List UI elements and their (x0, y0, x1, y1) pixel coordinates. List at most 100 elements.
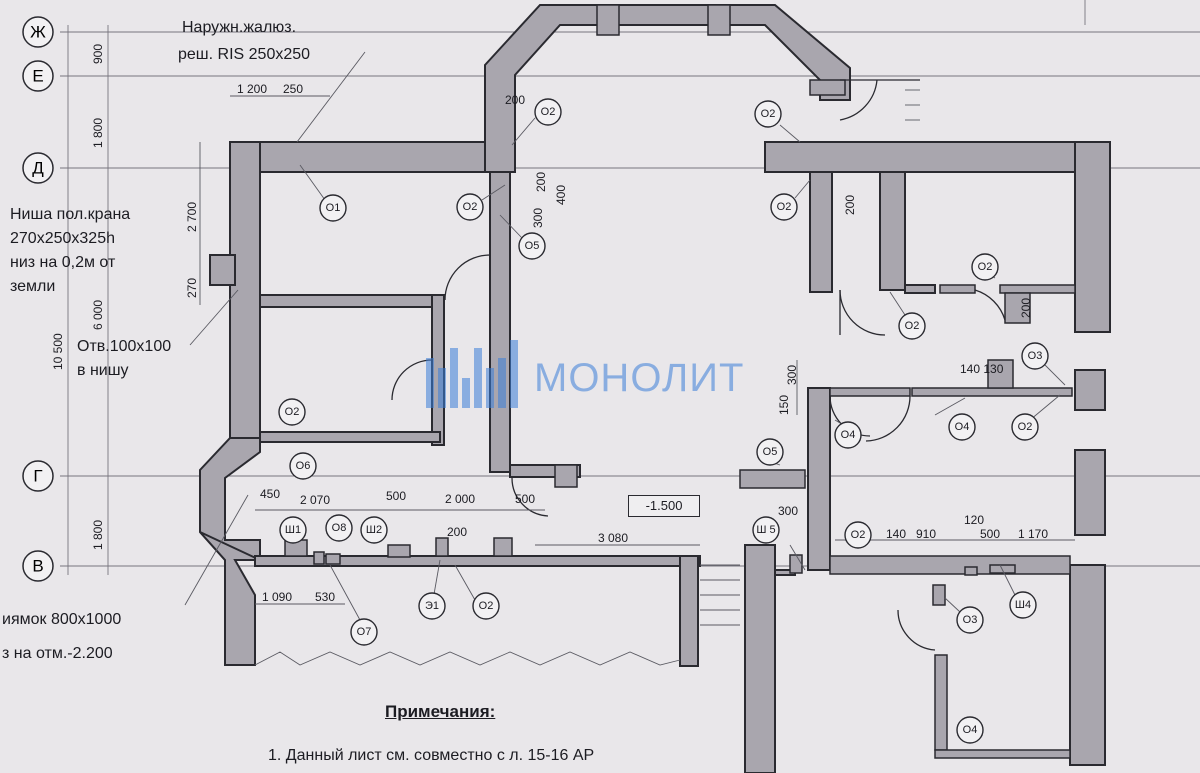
tag-o2-bay: О2 (534, 98, 562, 126)
walls (199, 4, 1111, 773)
dim-b2070: 2 070 (300, 493, 330, 507)
svg-text:О3: О3 (1028, 350, 1043, 362)
svg-text:О2: О2 (479, 600, 494, 612)
dimension-lines (199, 95, 1075, 605)
tag-sh4: Ш4 (1009, 591, 1037, 619)
niche-note-3: низ на 0,2м от (10, 254, 116, 271)
svg-text:О3: О3 (963, 614, 978, 626)
elevation-mark: -1.500 (628, 495, 700, 517)
remarks-title: Примечания: (385, 702, 496, 721)
grille-note-1: Наружн.жалюз. (182, 19, 297, 36)
niche-note-1: Ниша пол.крана (10, 206, 131, 223)
dim-b450: 450 (260, 487, 280, 501)
dim-r500: 500 (980, 527, 1000, 541)
svg-text:О4: О4 (963, 724, 978, 736)
dim-r120: 120 (964, 513, 984, 527)
svg-text:О4: О4 (841, 429, 856, 441)
dim-r910: 910 (916, 527, 936, 541)
svg-text:О2: О2 (761, 108, 776, 120)
watermark-text: МОНОЛИТ (534, 355, 745, 400)
tag-o5-hall: О5 (756, 438, 784, 466)
axis-marker-e: Е (22, 60, 54, 92)
tag-o5-corridor: О5 (518, 232, 546, 260)
svg-text:О7: О7 (357, 626, 372, 638)
svg-text:Ш2: Ш2 (366, 524, 382, 536)
dim-b3080: 3 080 (598, 531, 628, 545)
tag-o7: О7 (350, 618, 378, 646)
dim-r300b: 300 (778, 504, 798, 518)
svg-text:Э1: Э1 (425, 600, 439, 612)
svg-text:Д: Д (32, 159, 44, 178)
tag-o2-left: О2 (278, 398, 306, 426)
tag-e1: Э1 (418, 592, 446, 620)
dim-b2000: 2 000 (445, 492, 475, 506)
dim-6000: 6 000 (91, 300, 105, 330)
svg-text:О2: О2 (285, 406, 300, 418)
hole-note-1: Отв.100x100 (77, 338, 172, 355)
svg-text:В: В (32, 557, 43, 576)
svg-text:О4: О4 (955, 421, 970, 433)
svg-text:О6: О6 (296, 460, 311, 472)
dim-b1090: 1 090 (262, 590, 292, 604)
axis-marker-zh: Ж (22, 16, 54, 48)
axis-marker-g: Г (22, 460, 54, 492)
dim-r200b: 200 (1019, 298, 1033, 318)
hole-note-2: в нишу (77, 362, 129, 379)
svg-text:О2: О2 (851, 529, 866, 541)
leader-lines (184, 51, 1066, 621)
axis-marker-d: Д (22, 152, 54, 184)
tag-sh1: Ш1 (279, 516, 307, 544)
dim-b200: 200 (447, 525, 467, 539)
tag-o1: О1 (319, 194, 347, 222)
niche-note-4: земли (10, 278, 56, 295)
svg-text:О2: О2 (463, 201, 478, 213)
svg-text:О1: О1 (326, 202, 341, 214)
dim-r300: 300 (785, 365, 799, 385)
pit-note-2: з на отм.-2.200 (2, 645, 113, 662)
svg-text:О2: О2 (777, 201, 792, 213)
tag-o4-lower: О4 (956, 716, 984, 744)
dim-b500a: 500 (386, 489, 406, 503)
dim-r140-130: 140 130 (960, 362, 1004, 376)
dim-900: 900 (91, 44, 105, 64)
watermark: МОНОЛИТ (424, 338, 744, 418)
svg-text:О2: О2 (905, 320, 920, 332)
dim-1200: 1 200 (237, 82, 267, 96)
tag-o2-right-hall: О2 (770, 193, 798, 221)
tag-o8: О8 (325, 514, 353, 542)
svg-text:Е: Е (32, 67, 43, 86)
tag-o2-room2: О2 (898, 312, 926, 340)
svg-text:О5: О5 (763, 446, 778, 458)
svg-text:Ш1: Ш1 (285, 524, 301, 536)
stairs (254, 89, 920, 666)
dim-b530: 530 (315, 590, 335, 604)
dim-v400: 400 (554, 185, 568, 205)
dim-v300: 300 (531, 208, 545, 228)
tag-o2-right-top: О2 (754, 100, 782, 128)
grille-note-2: реш. RIS 250x250 (178, 46, 311, 63)
svg-text:О5: О5 (525, 240, 540, 252)
dim-1800-bottom: 1 800 (91, 520, 105, 550)
niche-note-2: 270x250x325h (10, 230, 115, 247)
tag-o3-lower: О3 (956, 606, 984, 634)
tag-sh5: Ш 5 (752, 516, 780, 544)
dim-b500b: 500 (515, 492, 535, 506)
svg-text:О2: О2 (978, 261, 993, 273)
tag-o3-right: О3 (1021, 342, 1049, 370)
svg-text:Ш 5: Ш 5 (756, 524, 775, 536)
axis-marker-v: В (22, 550, 54, 582)
door-swings (391, 79, 1006, 651)
dim-r200a: 200 (843, 195, 857, 215)
dim-10500: 10 500 (51, 333, 65, 370)
monolit-logo-icon (426, 340, 518, 408)
tag-o2-lower: О2 (844, 521, 872, 549)
dim-v270: 270 (185, 278, 199, 298)
dim-250: 250 (283, 82, 303, 96)
svg-text:Ж: Ж (30, 23, 46, 42)
svg-text:Г: Г (33, 467, 42, 486)
svg-text:Ш4: Ш4 (1015, 599, 1031, 611)
tag-o2-corridor: О2 (456, 193, 484, 221)
tag-o2-window: О2 (1011, 413, 1039, 441)
tag-o4-hall: О4 (834, 421, 862, 449)
